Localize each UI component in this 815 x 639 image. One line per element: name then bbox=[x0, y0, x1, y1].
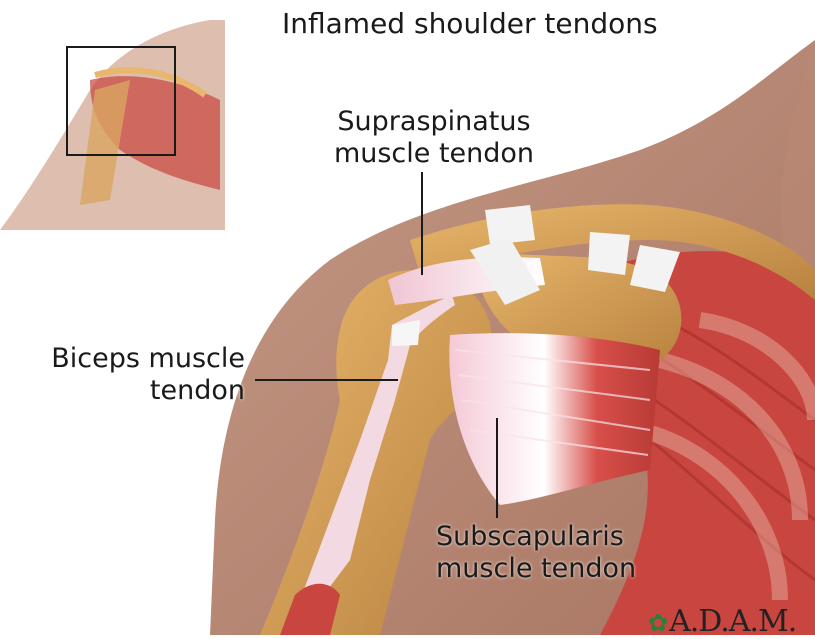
subscapularis-label: Subscapularis muscle tendon bbox=[436, 521, 636, 585]
adam-logo: ✿A.D.A.M. bbox=[648, 604, 796, 639]
biceps-label: Biceps muscle tendon bbox=[40, 343, 245, 407]
leaf-icon: ✿ bbox=[648, 609, 667, 637]
diagram-title: Inflamed shoulder tendons bbox=[282, 8, 658, 40]
inset-thumbnail bbox=[0, 20, 225, 230]
supraspinatus-label: Supraspinatus muscle tendon bbox=[318, 106, 550, 170]
